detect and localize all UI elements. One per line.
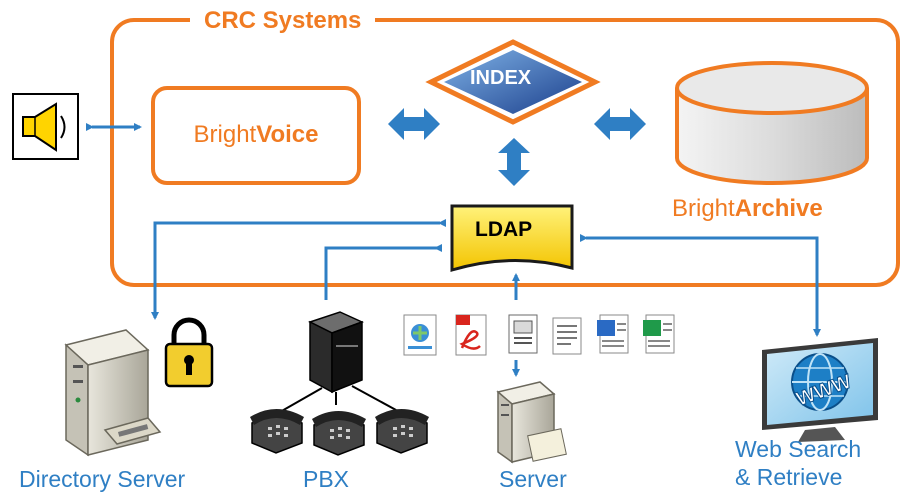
web-search-label-line1: Web Search	[735, 436, 862, 462]
telephone-icon	[250, 409, 304, 454]
telephone-icon	[312, 411, 366, 456]
index-archive-double-arrow-icon	[594, 108, 646, 140]
telephone-icon	[375, 409, 429, 454]
bright-archive-label: BrightArchive	[672, 195, 823, 223]
text-document-icon	[552, 317, 582, 355]
speaker-icon	[12, 93, 79, 160]
pbx-links	[279, 385, 397, 413]
bright-archive-prefix: Bright	[672, 195, 735, 222]
excel-icon	[643, 314, 675, 354]
bright-archive-cylinder-icon	[675, 61, 869, 185]
ldap-pbx-connector	[324, 246, 440, 300]
bright-voice-suffix: Voice	[256, 121, 319, 148]
computer-tower-icon	[64, 329, 162, 457]
bright-voice-prefix: Bright	[193, 121, 257, 148]
server-label: Server	[499, 466, 567, 492]
word-icon	[597, 314, 629, 354]
crc-systems-boundary	[110, 18, 900, 287]
index-ldap-double-arrow-icon	[498, 138, 530, 186]
directory-server-label: Directory Server	[19, 466, 186, 492]
pbx-server-icon	[308, 311, 364, 394]
web-document-icon	[403, 314, 437, 356]
pbx-label: PBX	[303, 466, 350, 492]
index-diamond	[425, 39, 601, 125]
ldap-directory-connector	[151, 219, 446, 320]
crc-systems-title: CRC Systems	[190, 7, 376, 35]
bright-archive-suffix: Archive	[734, 195, 823, 222]
pdf-icon	[455, 314, 487, 356]
ldap-node	[450, 204, 574, 273]
server-tower-icon	[496, 381, 567, 464]
monitor-globe-icon: WWW	[762, 338, 878, 442]
index-label: INDEX	[470, 67, 532, 89]
lock-icon	[164, 317, 214, 388]
voice-index-double-arrow-icon	[388, 108, 440, 140]
ldap-web-connector	[580, 234, 821, 337]
bright-voice-box	[151, 86, 361, 185]
document-icon	[508, 314, 538, 354]
web-search-label-line2: & Retrieve	[735, 464, 843, 490]
ldap-label: LDAP	[475, 218, 533, 241]
